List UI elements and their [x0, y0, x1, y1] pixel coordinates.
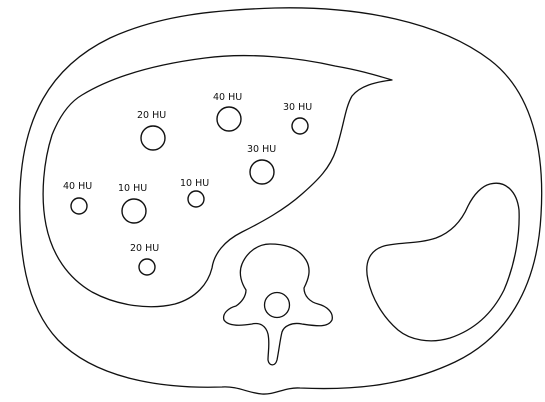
- label-10hu-large: 10 HU: [118, 183, 147, 194]
- lesion-30hu-upper: [292, 118, 308, 134]
- lesion-30hu-middle: [250, 160, 274, 184]
- lesion-10hu-small: [188, 191, 204, 207]
- lesion-10hu-large: [122, 199, 146, 223]
- label-40hu-upper: 40 HU: [213, 92, 242, 103]
- lesion-20hu-upper: [141, 126, 165, 150]
- lesion-40hu-upper: [217, 107, 241, 131]
- spinal-canal: [265, 293, 290, 318]
- lesion-20hu-lower: [139, 259, 155, 275]
- label-10hu-small: 10 HU: [180, 178, 209, 189]
- lesion-40hu-left: [71, 198, 87, 214]
- label-30hu-middle: 30 HU: [247, 144, 276, 155]
- label-40hu-left: 40 HU: [63, 181, 92, 192]
- label-20hu-upper: 20 HU: [137, 110, 166, 121]
- spleen-outline: [367, 183, 519, 341]
- label-30hu-upper: 30 HU: [283, 102, 312, 113]
- vertebra-outline: [224, 244, 333, 365]
- label-20hu-lower: 20 HU: [130, 243, 159, 254]
